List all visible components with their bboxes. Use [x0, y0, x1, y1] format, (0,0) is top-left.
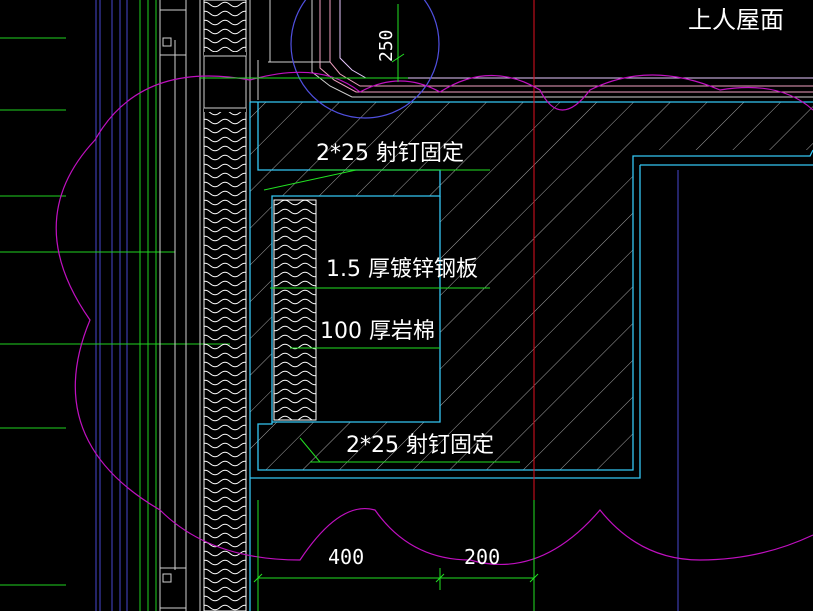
dimension-line [253, 4, 539, 590]
green-grid-lines [0, 0, 230, 611]
width-right-dim: 200 [464, 545, 500, 569]
fastener-bottom-label: 2*25 射钉固定 [346, 433, 494, 458]
rock-wool-label: 100 厚岩棉 [320, 319, 435, 344]
wall-insulation-cover-top [204, 52, 246, 112]
revision-cloud [55, 71, 813, 566]
leader-lines [200, 77, 535, 611]
rock-wool-insulation [273, 199, 317, 421]
roof-label: 上人屋面 [688, 6, 784, 34]
width-left-dim: 400 [328, 545, 364, 569]
steel-plate-label: 1.5 厚镀锌钢板 [326, 257, 478, 282]
grid-lines [95, 0, 679, 611]
roof-waterproofing [257, 0, 813, 100]
detail-circle [290, 0, 440, 119]
wall-bracket [203, 55, 247, 109]
fastener-top-label: 2*25 射钉固定 [316, 141, 464, 166]
flashing-height-dim: 250 [376, 29, 397, 62]
